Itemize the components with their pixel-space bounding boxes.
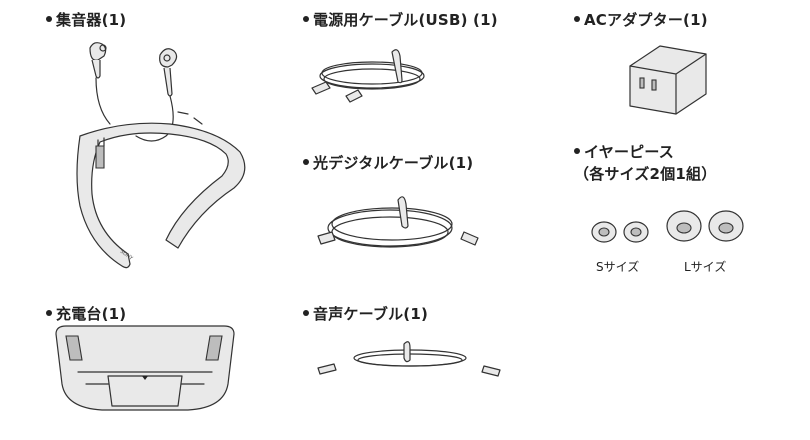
earpiece-small-caption: Sサイズ — [596, 260, 640, 274]
earpiece-large-caption: Lサイズ — [684, 260, 727, 274]
ac-adapter-label: ACアダプター(1) — [574, 9, 708, 30]
optical-cable-label: 光デジタルケーブル(1) — [303, 152, 473, 173]
earpieces-label-line1: イヤーピース — [584, 143, 675, 161]
charging-stand-label: 充電台(1) — [46, 303, 126, 324]
ac-adapter-label-text: ACアダプター(1) — [584, 11, 708, 29]
receiver-label-text: 集音器(1) — [56, 11, 127, 29]
audio-cable-icon — [317, 341, 501, 377]
earpieces-label-sub: （各サイズ2個1組） — [574, 165, 717, 183]
earpiece-small-icons — [591, 221, 649, 243]
audio-cable-label-text: 音声ケーブル(1) — [313, 305, 429, 323]
charging-stand-icon — [55, 325, 235, 411]
left-earbud-icon — [89, 42, 107, 79]
optical-cable-label-text: 光デジタルケーブル(1) — [313, 154, 474, 172]
audio-cable-label: 音声ケーブル(1) — [303, 303, 428, 324]
power-cable-label-text: 電源用ケーブル(USB) (1) — [313, 11, 498, 29]
right-earbud-icon — [159, 48, 178, 97]
receiver-label: 集音器(1) — [46, 9, 126, 30]
power-cable-label: 電源用ケーブル(USB) (1) — [303, 9, 498, 30]
usb-cable-icon — [311, 49, 425, 103]
ac-adapter-icon — [629, 45, 707, 115]
charging-stand-label-text: 充電台(1) — [56, 305, 127, 323]
optical-cable-icon — [317, 196, 479, 248]
earpiece-large-icons — [666, 210, 744, 242]
earpieces-label: イヤーピース — [574, 141, 674, 162]
